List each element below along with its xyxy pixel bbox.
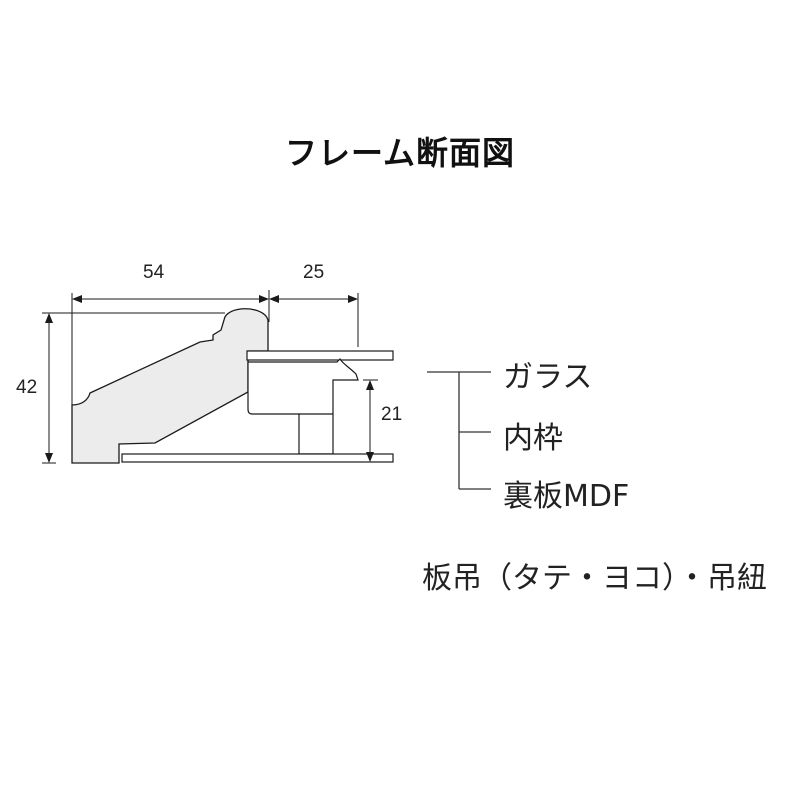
- legend-item-inner-frame: 内枠: [503, 421, 563, 456]
- frame-profile: [71, 308, 269, 464]
- dimension-label-54: 54: [143, 262, 165, 283]
- hanging-hardware-note: 板吊（タテ・ヨコ）・吊紐: [422, 561, 767, 596]
- backboard-mdf: [121, 453, 394, 463]
- dimension-label-21: 21: [381, 404, 403, 425]
- legend-bracket: [427, 371, 491, 490]
- legend-item-glass: ガラス: [503, 360, 593, 395]
- glass-pane: [246, 350, 394, 361]
- legend-item-backboard: 裏板MDF: [503, 479, 630, 514]
- dimension-label-42: 42: [16, 377, 38, 398]
- dimension-label-25: 25: [303, 262, 325, 283]
- inner-frame: [247, 357, 359, 455]
- page-title: フレーム断面図: [284, 134, 516, 172]
